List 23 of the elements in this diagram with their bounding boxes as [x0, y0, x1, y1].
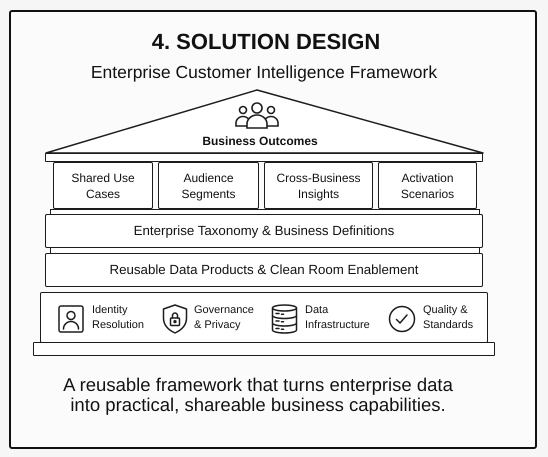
foundation-label: Data Infrastructure: [305, 303, 371, 333]
pillar-label: Shared Use Cases: [70, 170, 136, 202]
base-slab: [33, 342, 495, 356]
pillar-box: [53, 162, 153, 209]
pillar-label: Activation Scenarios: [400, 170, 456, 202]
pillar-box: [158, 162, 259, 209]
foundation-band: [40, 292, 488, 343]
title: 4. SOLUTION DESIGN: [150, 28, 382, 55]
pillar-box: [378, 162, 477, 209]
layer-label: Reusable Data Products & Clean Room Enablement: [110, 262, 418, 278]
foundation-label: Governance & Privacy: [194, 303, 255, 333]
layer-band: [45, 253, 483, 287]
subtitle: Enterprise Customer Intelligence Framework: [90, 61, 438, 83]
foundation-label: Quality & Standards: [423, 303, 474, 333]
caption: A reusable framework that turns enterprise data into practical, shareable business capabilities.: [62, 375, 454, 415]
pillar-label: Audience Segments: [180, 170, 237, 202]
roof-label: Business Outcomes: [202, 134, 318, 149]
layer-label: Enterprise Taxonomy & Business Definitions: [134, 223, 394, 239]
foundation-label: Identity Resolution: [92, 303, 145, 333]
layer-band: [45, 214, 483, 248]
roof-pediment: [45, 89, 484, 154]
pillar-label: Cross-Business Insights: [275, 170, 362, 202]
pillar-box: [264, 162, 373, 209]
